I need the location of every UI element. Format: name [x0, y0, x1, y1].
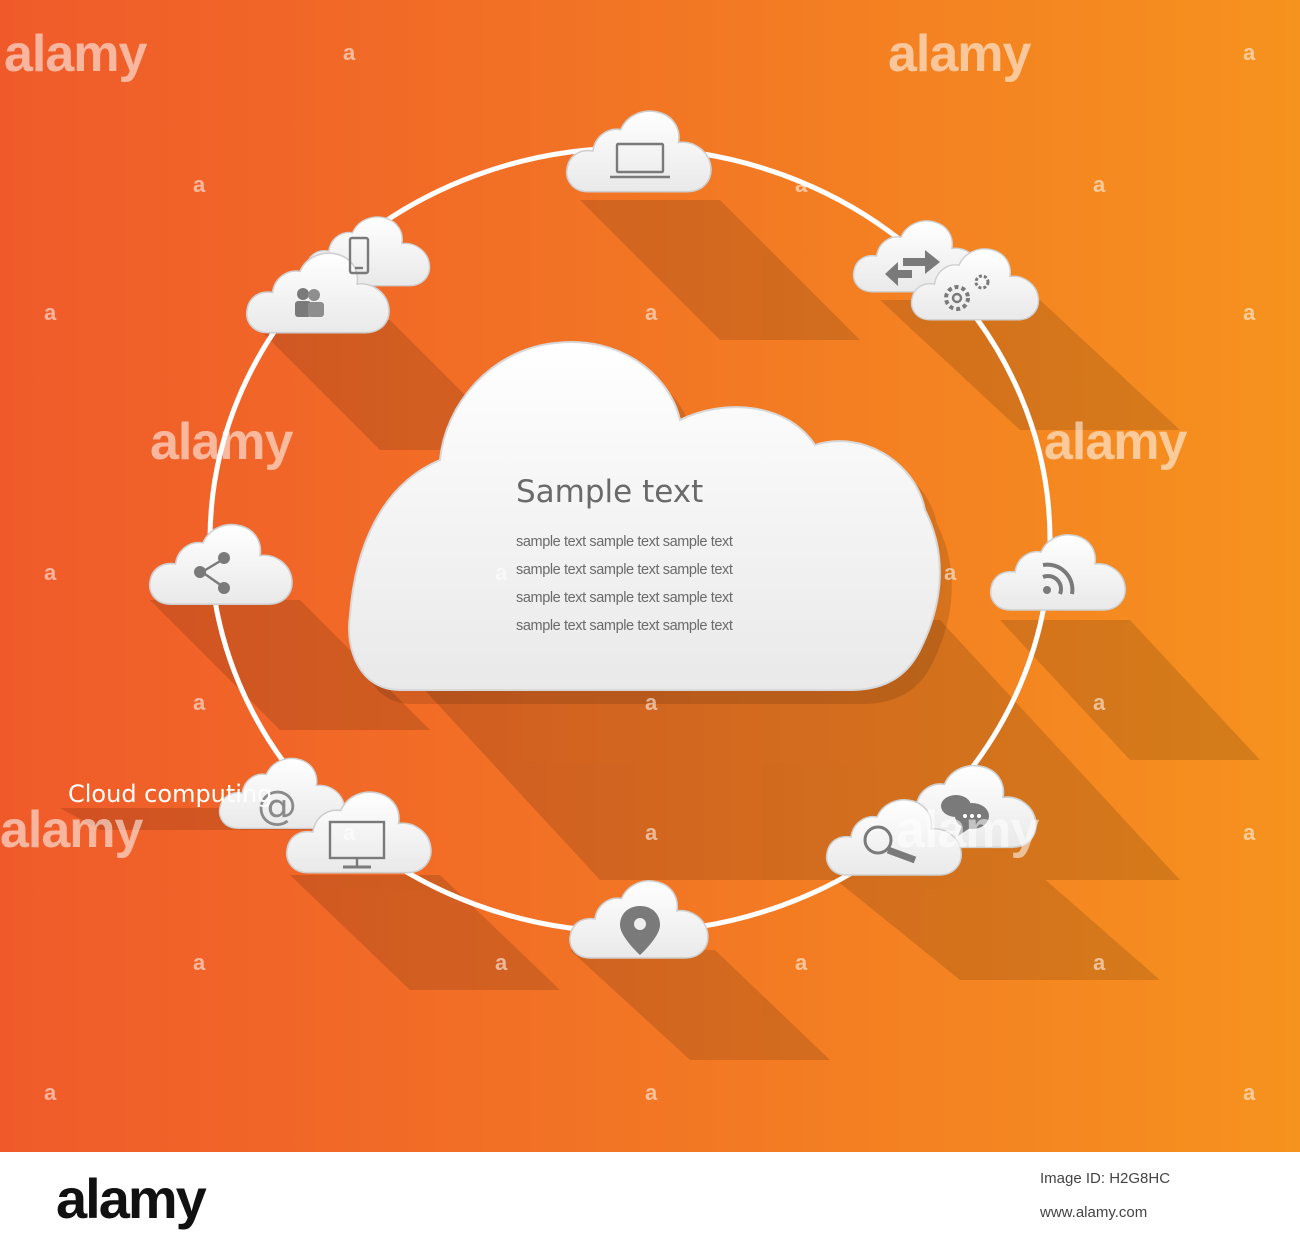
watermark-letter: a [1243, 40, 1256, 65]
watermark: alamy [888, 25, 1031, 83]
watermark-letter: a [193, 690, 206, 715]
watermark-letter: a [944, 560, 957, 585]
cloud-rss [989, 533, 1127, 611]
gears-icon [944, 274, 990, 311]
watermark: alamy [4, 25, 147, 83]
infographic: @ Sample text sample text sample text sa… [0, 0, 1300, 1152]
site-url: www.alamy.com [1040, 1204, 1148, 1221]
share-icon [194, 552, 230, 594]
watermark-letter: a [795, 172, 808, 197]
watermark-letter: a [1093, 950, 1106, 975]
central-cloud [348, 341, 952, 704]
watermark-letter: a [1243, 820, 1256, 845]
watermark-letter: a [645, 820, 658, 845]
arrows-exchange-icon [885, 250, 940, 286]
users-icon [292, 285, 326, 319]
sample-line: sample text sample text sample text [516, 590, 733, 606]
watermark-letter: a [1243, 1080, 1256, 1105]
sample-line: sample text sample text sample text [516, 534, 733, 550]
watermark-letter: a [44, 1080, 57, 1105]
watermark-letter: a [1093, 690, 1106, 715]
watermark: alamy [0, 801, 143, 859]
laptop-icon [610, 142, 670, 179]
watermark-letter: a [645, 1080, 658, 1105]
footer-bar: alamy Image ID: H2G8HC www.alamy.com [0, 1152, 1300, 1240]
image-id: Image ID: H2G8HC [1040, 1170, 1171, 1187]
watermark-letter: a [193, 950, 206, 975]
location-pin-icon [620, 906, 660, 955]
watermark: alamy [150, 413, 293, 471]
watermark-letter: a [645, 300, 658, 325]
sample-line: sample text sample text sample text [516, 562, 733, 578]
monitor-icon [328, 820, 386, 869]
watermark-letter: a [1093, 172, 1106, 197]
sample-title: Sample text [516, 474, 704, 510]
rss-icon [1042, 562, 1075, 595]
watermark-letter: a [495, 950, 508, 975]
watermark-letter: a [795, 950, 808, 975]
watermark-letter: a [44, 560, 57, 585]
sample-line: sample text sample text sample text [516, 618, 733, 634]
watermark-letter: a [343, 820, 356, 845]
watermark-letter: a [193, 172, 206, 197]
watermark-letter: a [1243, 300, 1256, 325]
watermark: alamy [1044, 413, 1187, 471]
at-sign-icon: @ [257, 783, 297, 829]
watermark-letter: a [343, 40, 356, 65]
smartphone-icon [348, 236, 370, 275]
search-icon [863, 825, 917, 864]
watermark-letter: a [44, 300, 57, 325]
watermark-letter: a [645, 690, 658, 715]
watermark: alamy [896, 801, 1039, 859]
cloud-diagram [148, 110, 1127, 959]
caption: Cloud computing [68, 780, 273, 808]
watermark-letter: a [495, 560, 508, 585]
footer-logo: alamy [56, 1167, 207, 1230]
chat-bubbles-icon [941, 795, 989, 836]
cloud-laptop [565, 110, 712, 193]
